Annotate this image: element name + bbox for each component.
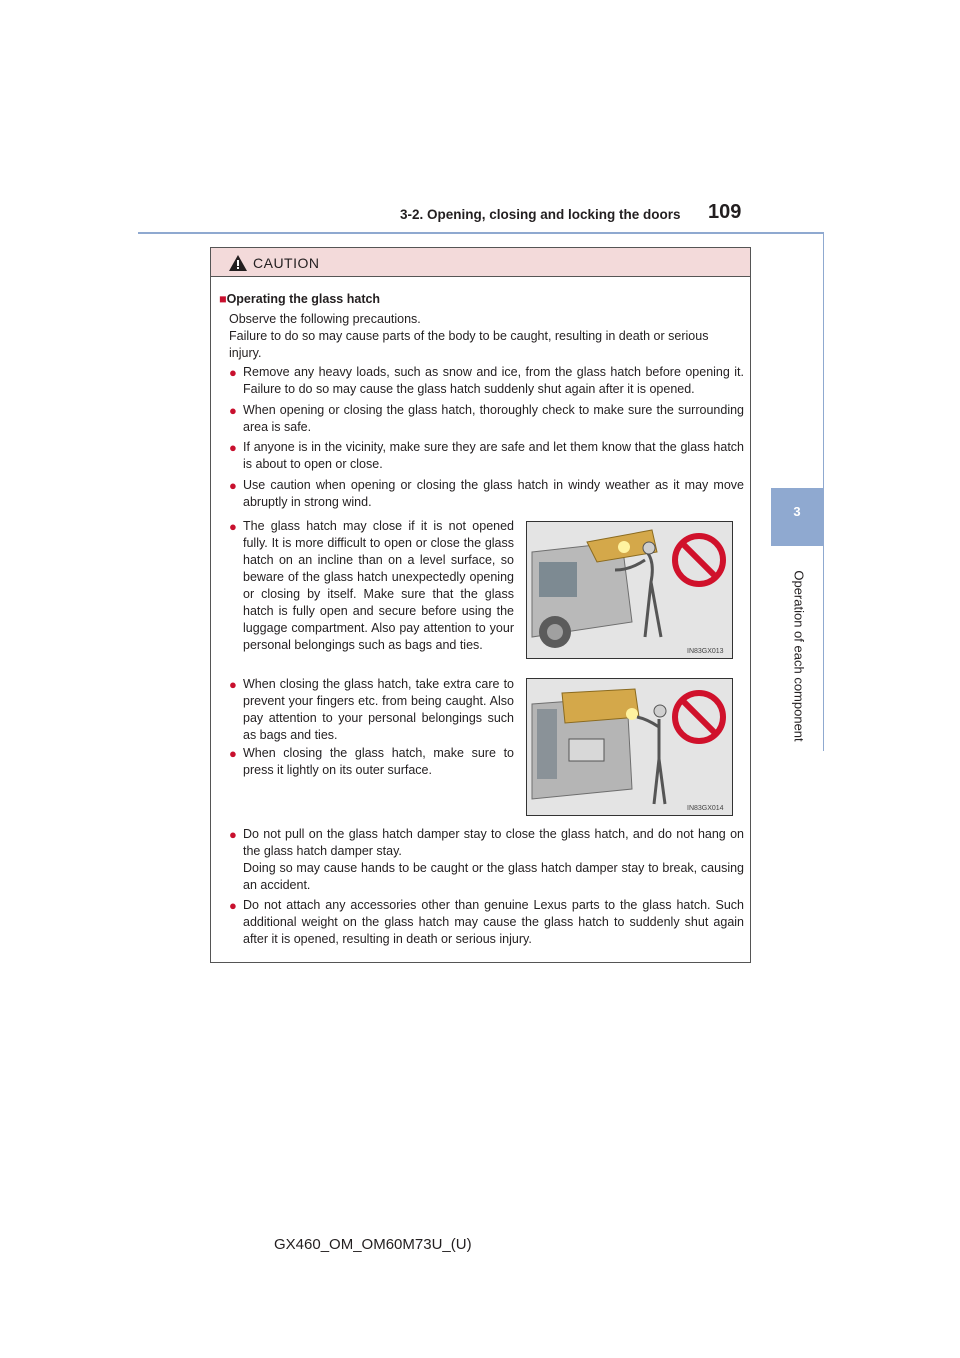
hatch-incline-illustration: IN83GX013: [527, 522, 732, 658]
bullet-text: When opening or closing the glass hatch,…: [243, 403, 744, 434]
caution-header: CAUTION: [211, 248, 750, 277]
bullet-text: If anyone is in the vicinity, make sure …: [243, 440, 744, 471]
chapter-tab: [771, 488, 823, 546]
figure-code: IN83GX014: [687, 805, 724, 812]
bullet-text: Do not pull on the glass hatch damper st…: [243, 827, 744, 858]
bullet-text: Use caution when opening or closing the …: [243, 478, 744, 509]
bullet-text: The glass hatch may close if it is not o…: [243, 519, 514, 652]
bullet-text: Do not attach any accessories other than…: [243, 898, 744, 946]
caution-box: CAUTION ■Operating the glass hatch Obser…: [210, 247, 751, 963]
intro-line: Failure to do so may cause parts of the …: [229, 329, 709, 360]
bullet-icon: ●: [229, 478, 237, 493]
bullet-icon: ●: [229, 746, 237, 761]
caution-label: CAUTION: [253, 255, 320, 271]
page-number: 109: [708, 201, 742, 223]
figure-hatch-closing: IN83GX014: [526, 678, 733, 816]
bullet-icon: ●: [229, 365, 237, 380]
figure-hatch-incline: IN83GX013: [526, 521, 733, 659]
header-rule: [138, 232, 823, 234]
document-code: GX460_OM_OM60M73U_(U): [274, 1236, 472, 1253]
bullet-text: When closing the glass hatch, make sure …: [243, 746, 514, 777]
caution-heading: ■Operating the glass hatch: [219, 292, 381, 306]
bullet-text-continued: Doing so may cause hands to be caught or…: [243, 861, 744, 892]
figure-code: IN83GX013: [687, 648, 724, 655]
bullet-text: Remove any heavy loads, such as snow and…: [243, 365, 744, 396]
hatch-closing-illustration: IN83GX014: [527, 679, 732, 815]
warning-triangle-icon: [229, 255, 247, 271]
bullet-icon: ●: [229, 440, 237, 455]
intro-line: Observe the following precautions.: [229, 312, 421, 326]
section-title: 3-2. Opening, closing and locking the do…: [400, 207, 681, 222]
side-tab-rule: [823, 232, 824, 751]
bullet-text: When closing the glass hatch, take extra…: [243, 677, 514, 742]
bullet-icon: ●: [229, 519, 237, 534]
chapter-label: Operation of each component: [791, 570, 807, 742]
bullet-icon: ●: [229, 898, 237, 913]
bullet-icon: ●: [229, 677, 237, 692]
bullet-icon: ●: [229, 403, 237, 418]
bullet-icon: ●: [229, 827, 237, 842]
chapter-number: 3: [793, 504, 801, 519]
